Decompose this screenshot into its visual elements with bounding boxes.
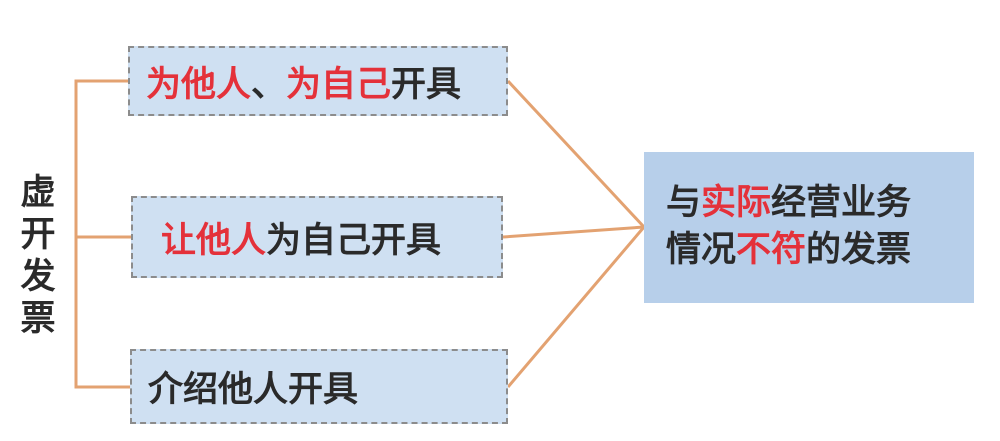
title-char: 虚 [20, 173, 56, 213]
result-text: 经营业务 [771, 183, 912, 223]
title-char: 发 [20, 257, 56, 297]
connector-bottom [506, 226, 646, 388]
left-bracket [74, 79, 131, 389]
result-text: 不符 [736, 230, 807, 270]
branch-text: 为他人 [146, 64, 252, 105]
branch-box-1: 为他人、为自己开具 [128, 46, 508, 116]
result-text: 情况 [666, 230, 737, 270]
result-text: 与 [666, 183, 702, 223]
branch-text: 介绍他人开具 [148, 370, 359, 410]
result-line-1: 与实际经营业务 [666, 180, 974, 227]
title-char: 开 [20, 215, 56, 255]
vertical-title: 虚 开 发 票 [14, 172, 62, 340]
branch-text: 让他人 [161, 220, 267, 261]
branch-text: 为自己开具 [266, 220, 442, 261]
result-line-2: 情况不符的发票 [666, 227, 974, 274]
branch-box-3: 介绍他人开具 [130, 349, 508, 424]
connector-top [506, 79, 646, 229]
connector-middle [502, 225, 645, 239]
result-text: 实际 [701, 183, 772, 223]
result-box: 与实际经营业务 情况不符的发票 [644, 152, 974, 303]
branch-box-2: 让他人为自己开具 [131, 196, 503, 278]
title-char: 票 [20, 299, 56, 339]
branch-text: 、 [251, 64, 287, 105]
branch-text: 开具 [391, 64, 462, 105]
branch-text: 为自己 [286, 64, 392, 105]
result-text: 的发票 [806, 230, 912, 270]
